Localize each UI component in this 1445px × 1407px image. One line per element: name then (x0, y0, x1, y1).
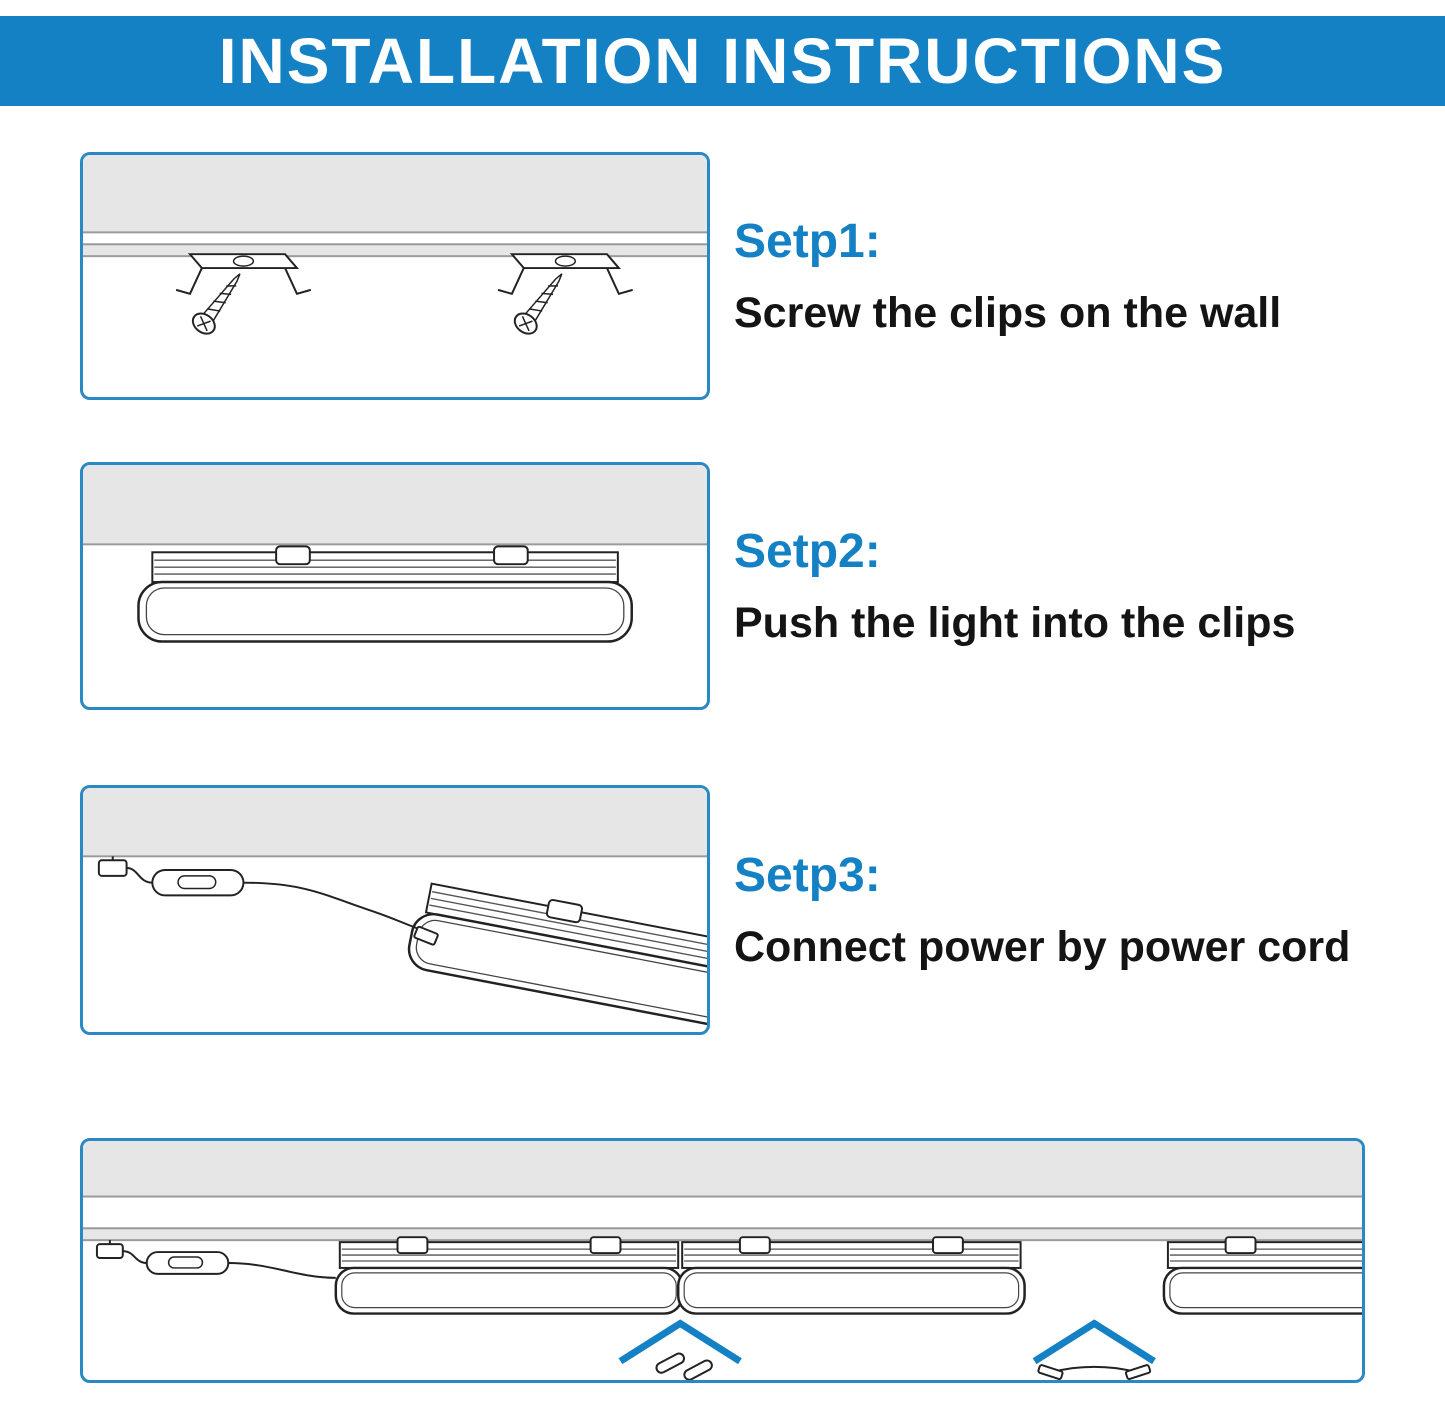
wall-band (83, 788, 707, 858)
wall-band (83, 155, 707, 258)
power-cord-connection-illustration (83, 788, 707, 1032)
light-diffuser (407, 913, 707, 1032)
light-fixture (1162, 1235, 1362, 1315)
series-connection-illustration (83, 1141, 1362, 1380)
power-cord (228, 1261, 336, 1279)
page-header: INSTALLATION INSTRUCTIONS (0, 16, 1445, 106)
connector-chevron-icon (618, 1319, 742, 1365)
pin-connectors-icon (655, 1352, 713, 1380)
step-2-figure-box (80, 462, 710, 710)
power-plug-icon (95, 1240, 124, 1260)
inline-switch-icon (151, 869, 245, 897)
wall-band (83, 465, 707, 546)
step-2-section: Setp2: Push the light into the clips (80, 462, 1365, 710)
clip-slot (493, 545, 529, 566)
wall-clips-illustration (83, 155, 707, 339)
wall-band (83, 1141, 1362, 1242)
step-3-section: Setp3: Connect power by power cord (80, 785, 1365, 1035)
step-1-section: Setp1: Screw the clips on the wall (80, 152, 1365, 400)
step-1-description: Screw the clips on the wall (734, 289, 1282, 337)
mounting-clip-icon (497, 253, 634, 295)
power-cord (122, 1250, 147, 1264)
mounting-clip-icon (175, 253, 312, 295)
light-fixture (334, 1235, 684, 1315)
step-1-figure-box (80, 152, 710, 400)
cord-connector-icon (413, 925, 439, 946)
power-cord (243, 881, 419, 930)
connector-cable-icon (1037, 1364, 1152, 1380)
step-1-label: Setp1: (734, 215, 881, 268)
light-fixture (407, 882, 707, 1032)
series-connection-figure-box (80, 1138, 1365, 1383)
clip-slot (545, 898, 584, 924)
light-fixture (676, 1235, 1026, 1315)
step-3-text: Setp3: Connect power by power cord (734, 848, 1350, 972)
step-3-figure-box (80, 785, 710, 1035)
installation-instructions-page: INSTALLATION INSTRUCTIONS (0, 16, 1445, 1383)
light-diffuser (137, 580, 633, 643)
step-3-label: Setp3: (734, 849, 881, 902)
light-fixture (137, 545, 633, 643)
inline-switch-icon (145, 1251, 230, 1275)
clip-slot (275, 545, 311, 566)
power-cord (126, 867, 153, 884)
power-plug-icon (97, 856, 128, 877)
step-3-description: Connect power by power cord (734, 923, 1351, 971)
push-light-into-clips-illustration (83, 465, 707, 643)
connector-chevron-icon (1032, 1319, 1156, 1365)
step-2-label: Setp2: (734, 525, 881, 578)
step-1-text: Setp1: Screw the clips on the wall (734, 214, 1281, 338)
step-2-description: Push the light into the clips (734, 599, 1296, 647)
page-title: INSTALLATION INSTRUCTIONS (218, 25, 1227, 97)
step-2-text: Setp2: Push the light into the clips (734, 524, 1295, 648)
